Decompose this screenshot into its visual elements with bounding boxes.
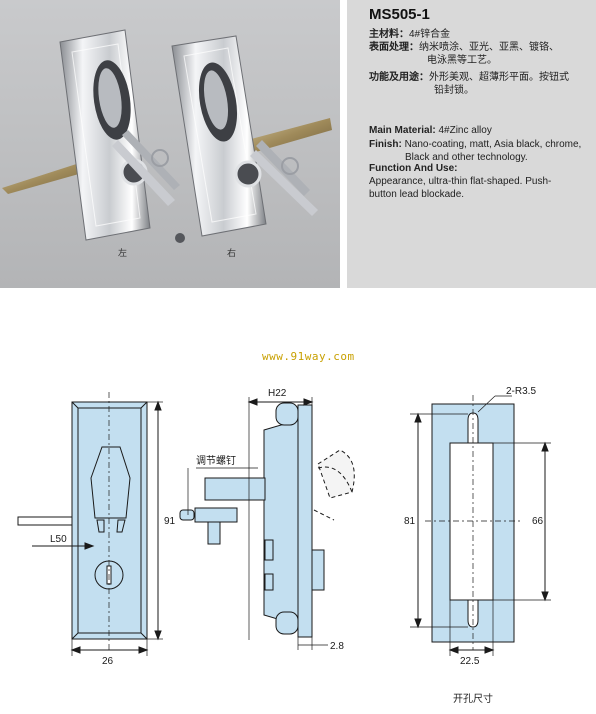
product-photo-illustration (2, 29, 332, 243)
dim-cutout-outer-height: 81 (404, 516, 416, 527)
dim-front-width: 26 (102, 656, 114, 667)
dim-front-height: 91 (164, 516, 176, 527)
en-function-value-2: button lead blockade. (369, 189, 465, 200)
dim-cutout-width: 22.5 (460, 656, 480, 667)
dim-cutout-inner-height: 66 (532, 516, 544, 527)
en-function-key: Function And Use: (369, 163, 458, 174)
cn-function-value: 外形美观、超薄形平面。按钮式 (429, 72, 569, 83)
cn-finish-value-2: 电泳黑等工艺。 (427, 55, 497, 66)
en-material-row: Main Material: 4#Zinc alloy (369, 124, 492, 137)
cn-material-row: 主材料：4#锌合金 (369, 28, 450, 41)
cn-function-value-2: 铅封锁。 (434, 85, 474, 96)
spec-panel: MS505-1 主材料：4#锌合金 表面处理：纳米喷涂、亚光、亚黑、镀铬、 电泳… (347, 0, 596, 288)
watermark-url: www.91way.com (262, 350, 355, 363)
cn-function-row: 功能及用途：外形美观、超薄形平面。按钮式 (369, 71, 569, 84)
cn-finish-row: 表面处理：纳米喷涂、亚光、亚黑、镀铬、 (369, 41, 559, 54)
cn-finish-value: 纳米喷涂、亚光、亚黑、镀铬、 (419, 42, 559, 53)
en-finish-value-2: Black and other technology. (405, 152, 528, 163)
en-material-value: 4#Zinc alloy (438, 125, 492, 136)
en-finish-key: Finish: (369, 139, 402, 150)
cn-finish-key: 表面处理： (369, 42, 419, 53)
label-adjust-screw: 调节螺钉 (196, 455, 236, 467)
cutout-caption: 开孔尺寸 (453, 694, 493, 705)
side-view (179, 397, 355, 650)
en-finish-row: Finish: Nano-coating, matt, Asia black, … (369, 138, 581, 151)
dim-lever-length: L50 (50, 534, 67, 545)
label-left: 左 (118, 248, 128, 258)
dim-side-top: H22 (268, 388, 287, 399)
en-finish-value: Nano-coating, matt, Asia black, chrome, (404, 139, 582, 150)
cn-material-key: 主材料： (369, 29, 409, 40)
dim-cutout-radius: 2-R3.5 (506, 386, 536, 397)
cutout-view (410, 395, 551, 656)
cn-function-key: 功能及用途： (369, 72, 429, 83)
product-photo: 左 右 (0, 0, 340, 288)
model-title: MS505-1 (369, 6, 430, 23)
label-right: 右 (227, 248, 237, 258)
en-function-value: Appearance, ultra-thin flat-shaped. Push… (369, 176, 552, 187)
front-view (17, 392, 163, 656)
cn-material-value: 4#锌合金 (409, 29, 451, 40)
en-material-key: Main Material: (369, 125, 436, 136)
dim-side-thickness: 2.8 (330, 641, 344, 652)
